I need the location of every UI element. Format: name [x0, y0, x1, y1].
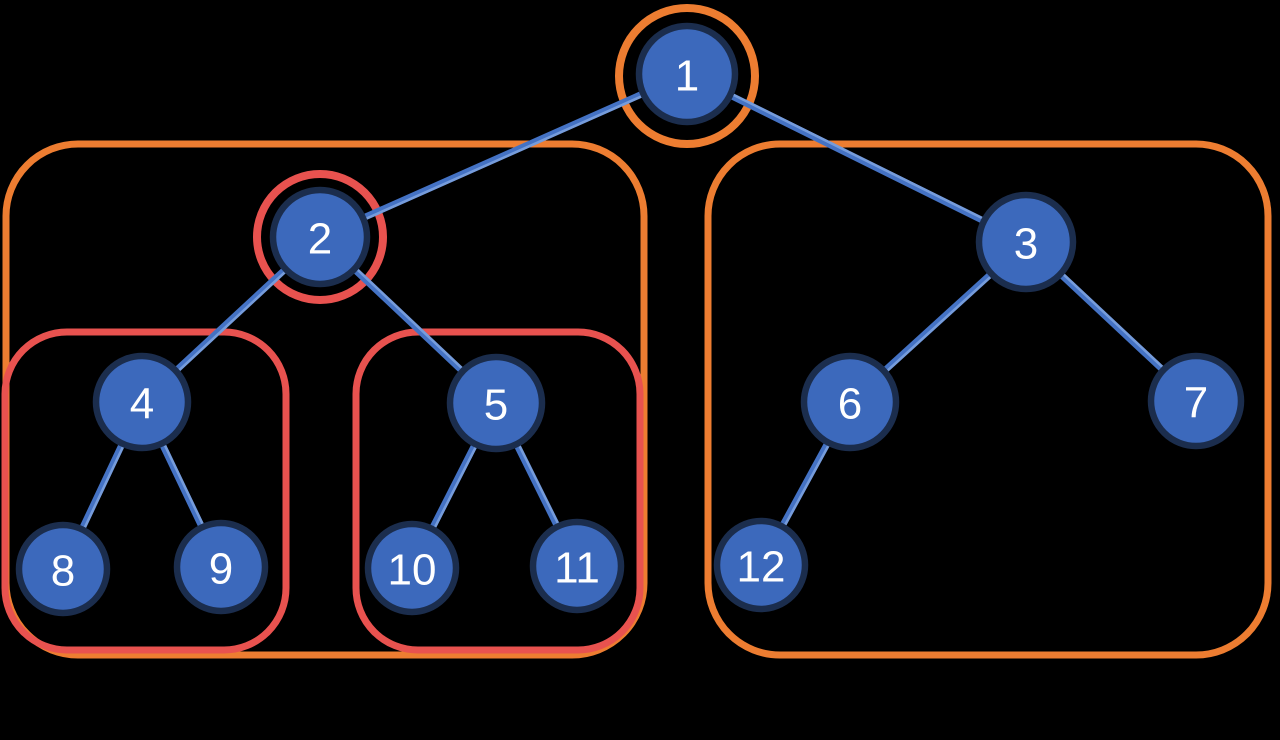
- tree-node-circle-7: [1147, 352, 1245, 450]
- tree-node-label-8: 8: [51, 546, 75, 595]
- tree-node-circle-2: [269, 186, 371, 288]
- tree-node-10: 10: [364, 520, 460, 616]
- tree-node-circle-12: [713, 517, 809, 613]
- tree-node-8: 8: [15, 521, 111, 617]
- tree-node-circle-9: [173, 519, 269, 615]
- tree-node-9: 9: [173, 519, 269, 615]
- tree-node-label-9: 9: [209, 544, 233, 593]
- tree-node-label-6: 6: [838, 379, 862, 428]
- tree-node-circle-3: [975, 191, 1077, 293]
- tree-node-circle-8: [15, 521, 111, 617]
- tree-edge-highlight-1-3: [686, 70, 1029, 242]
- tree-node-1: 1: [635, 22, 739, 126]
- subtree-5-box: [352, 328, 644, 654]
- tree-edge-highlight-1-2: [319, 74, 690, 241]
- right-subtree-box: [704, 140, 1272, 659]
- tree-node-circle-5: [446, 353, 546, 453]
- tree-node-circle-6: [800, 352, 900, 452]
- tree-node-circle-10: [364, 520, 460, 616]
- tree-node-circle-11: [529, 518, 625, 614]
- tree-node-11: 11: [529, 518, 625, 614]
- tree-node-label-2: 2: [308, 214, 332, 263]
- tree-node-3: 3: [975, 191, 1077, 293]
- node-2-ring: [253, 170, 387, 304]
- tree-node-4: 4: [92, 352, 192, 452]
- tree-node-label-11: 11: [554, 543, 600, 592]
- tree-node-7: 7: [1147, 352, 1245, 450]
- tree-node-circle-1: [635, 22, 739, 126]
- tree-node-label-12: 12: [737, 542, 786, 591]
- root-node-ring: [615, 4, 759, 148]
- tree-node-label-4: 4: [130, 379, 154, 428]
- tree-node-5: 5: [446, 353, 546, 453]
- tree-node-12: 12: [713, 517, 809, 613]
- tree-node-label-3: 3: [1014, 219, 1038, 268]
- tree-node-label-5: 5: [484, 380, 508, 429]
- tree-edge-1-2: [316, 70, 691, 241]
- tree-node-label-1: 1: [675, 51, 699, 100]
- tree-edge-1-3: [683, 70, 1030, 246]
- subtree-4-box: [1, 328, 290, 654]
- tree-node-6: 6: [800, 352, 900, 452]
- tree-node-label-10: 10: [388, 545, 437, 594]
- tree-node-2: 2: [269, 186, 371, 288]
- tree-node-label-7: 7: [1184, 378, 1208, 427]
- tree-node-circle-4: [92, 352, 192, 452]
